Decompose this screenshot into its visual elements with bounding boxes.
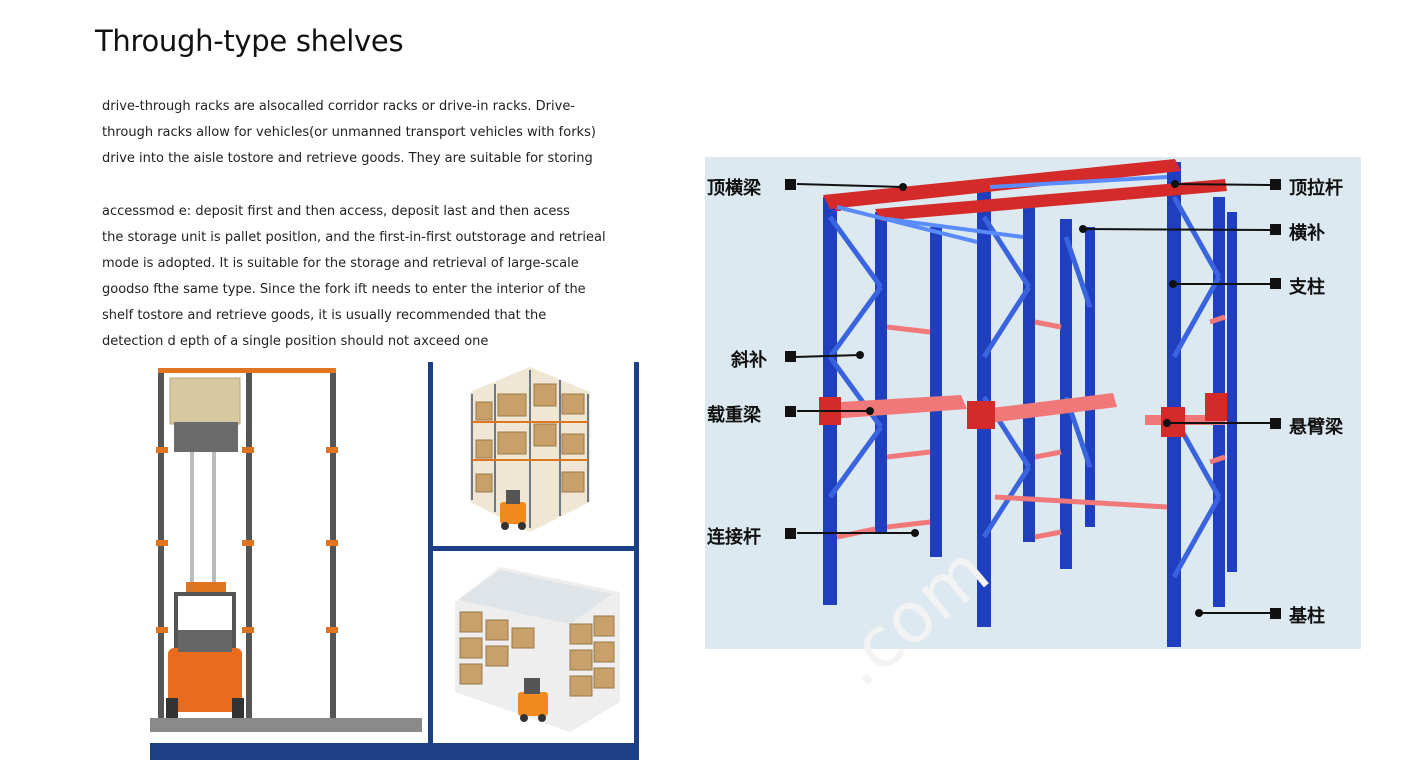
details-line: shelf tostore and retrieve goods, it is … [102,308,547,323]
details-line: accessmod e: deposit first and then acce… [102,204,570,219]
label-upright: 支柱 [1289,277,1325,298]
drive-through-rack-illustration [470,367,590,532]
forklift-aisle-illustration [156,368,338,718]
label-horizontal-brace: 横补 [1289,223,1325,244]
label-connecting-rod: 连接杆 [707,527,761,548]
intro-line: drive into the aisle tostore and retriev… [102,151,593,166]
label-diagonal-brace: 斜补 [731,350,767,371]
label-top-tie-rod: 顶拉杆 [1289,178,1343,199]
details-line: goodso fthe same type. Since the fork if… [102,282,586,297]
rack-structure-diagram: 顶横梁 斜补 载重梁 连接杆 顶拉杆 横补 支柱 悬臂梁 基柱 [705,157,1361,649]
details-line: detection d epth of a single position sh… [102,334,489,349]
details-line: the storage unit is pallet positlon, and… [102,230,606,245]
label-top-beam: 顶横梁 [707,178,761,199]
illustration-panel [150,362,642,760]
drive-in-rack-illustration [455,567,620,732]
illustration-panel-art [150,362,639,760]
label-load-beam: 载重梁 [707,405,761,426]
details-line: mode is adopted. It is suitable for the … [102,256,579,271]
intro-line: drive-through racks are alsocalled corri… [102,99,576,114]
label-cantilever-beam: 悬臂梁 [1289,417,1343,438]
label-base-column: 基柱 [1289,606,1325,627]
page-title: Through-type shelves [95,24,404,58]
intro-paragraph: drive-through racks are alsocalled corri… [102,94,662,172]
details-paragraph: accessmod e: deposit first and then acce… [102,199,662,355]
intro-line: through racks allow for vehicles(or unma… [102,125,596,140]
rack-structure-art [705,157,1361,649]
